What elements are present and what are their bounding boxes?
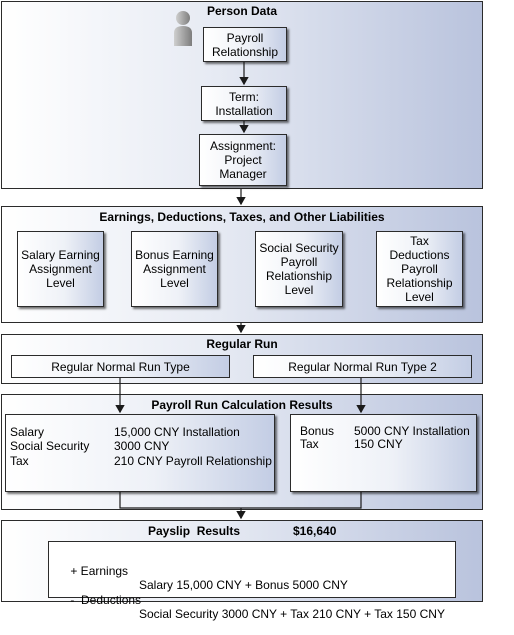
connector-lines bbox=[115, 62, 366, 520]
result-label: Social Security bbox=[10, 439, 90, 453]
result-value: 210 CNY Payroll Relationship bbox=[114, 454, 272, 468]
payslip-total: $16,640 bbox=[293, 524, 337, 538]
bonus-earning-box: Bonus Earning Assignment Level bbox=[131, 231, 218, 307]
payslip-title: Payslip Results bbox=[148, 524, 241, 538]
earnings-line: + Earnings Salary 15,000 CNY + Bonus 500… bbox=[57, 550, 348, 606]
earnings-value: Salary 15,000 CNY + Bonus 5000 CNY bbox=[139, 578, 348, 592]
result-value: 5000 CNY Installation bbox=[354, 424, 470, 438]
result-value: 15,000 CNY Installation bbox=[114, 425, 240, 439]
results-title: Payroll Run Calculation Results bbox=[151, 398, 333, 412]
result-label: Tax bbox=[10, 454, 29, 468]
results-right-box: Bonus 5000 CNY Installation Tax 150 CNY bbox=[290, 414, 477, 492]
tax-deductions-box: Tax Deductions Payroll Relationship Leve… bbox=[376, 231, 463, 307]
deductions-value: Social Security 3000 CNY + Tax 210 CNY +… bbox=[139, 607, 445, 621]
results-merge-line bbox=[119, 492, 362, 509]
regular-normal-run-type-box: Regular Normal Run Type bbox=[11, 355, 230, 378]
social-security-box: Social Security Payroll Relationship Lev… bbox=[255, 231, 343, 307]
result-value: 150 CNY bbox=[354, 437, 403, 451]
earnings-title: Earnings, Deductions, Taxes, and Other L… bbox=[99, 210, 385, 224]
result-label: Bonus bbox=[300, 424, 335, 438]
salary-earning-box: Salary Earning Assignment Level bbox=[17, 231, 104, 307]
results-left-box: Salary 15,000 CNY Installation Social Se… bbox=[5, 414, 275, 492]
payroll-relationship-box: Payroll Relationship bbox=[203, 27, 287, 62]
result-label: Salary bbox=[10, 425, 45, 439]
assignment-box: Assignment: Project Manager bbox=[199, 134, 287, 186]
person-icon bbox=[172, 9, 194, 47]
result-value: 3000 CNY bbox=[114, 439, 170, 453]
result-label: Tax bbox=[300, 437, 319, 451]
person-data-title: Person Data bbox=[206, 4, 278, 18]
term-box: Term: Installation bbox=[201, 86, 287, 121]
regular-run-title: Regular Run bbox=[206, 337, 278, 351]
regular-normal-run-type-2-box: Regular Normal Run Type 2 bbox=[253, 355, 472, 378]
earnings-label: + Earnings bbox=[70, 564, 129, 578]
